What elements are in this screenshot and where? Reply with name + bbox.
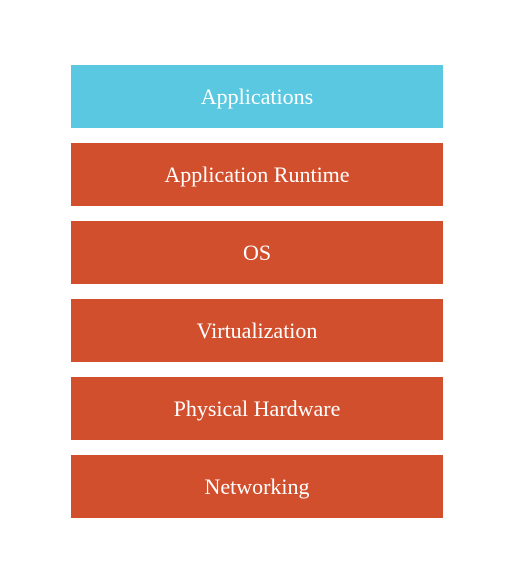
layer-applications: Applications <box>71 65 443 128</box>
layer-label: OS <box>242 239 272 265</box>
layer-label: Virtualization <box>196 317 318 343</box>
layer-networking: Networking <box>71 455 443 518</box>
layer-label: Networking <box>204 473 310 499</box>
layer-os: OS <box>71 221 443 284</box>
layer-application-runtime: Application Runtime <box>71 143 443 206</box>
layer-label: Applications <box>200 83 314 109</box>
layer-label: Physical Hardware <box>173 395 341 421</box>
layer-label: Application Runtime <box>164 161 350 187</box>
layer-stack: Applications Application Runtime OS Virt… <box>71 65 443 518</box>
layer-virtualization: Virtualization <box>71 299 443 362</box>
layer-physical-hardware: Physical Hardware <box>71 377 443 440</box>
